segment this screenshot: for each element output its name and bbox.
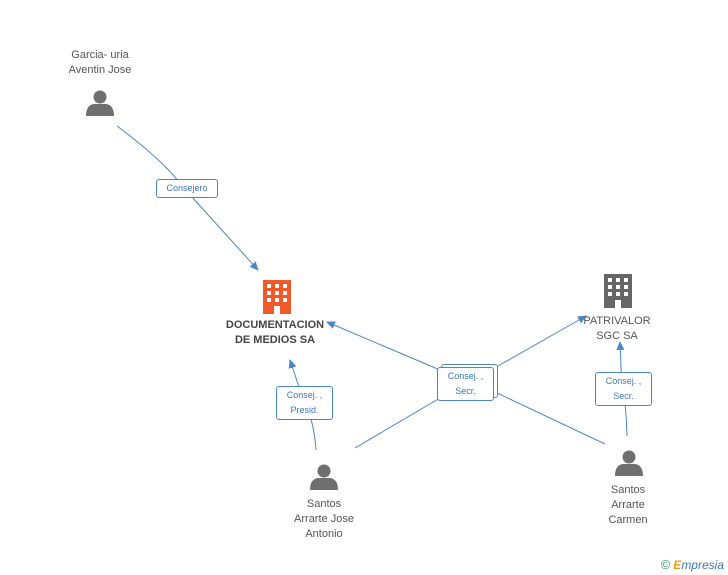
- node-label-line: SGC SA: [596, 330, 638, 342]
- node-label-line: Carmen: [608, 514, 648, 526]
- edge-santos-carmen-hub: [494, 391, 606, 445]
- person-icon-santos-carmen: [615, 450, 643, 476]
- copyright-icon: ©: [660, 557, 671, 572]
- edge-garcia-documentacion: [116, 125, 259, 271]
- edge-label-consejero[interactable]: Consejero: [156, 179, 218, 198]
- edge-label-line: Consejero: [166, 183, 208, 193]
- footer-brand: ©Empresia: [661, 557, 724, 572]
- edge-label-line: Presid.: [290, 405, 319, 415]
- edge-label-secr-right[interactable]: Consej. , Secr.: [595, 372, 652, 406]
- building-icon-patrivalor: [604, 274, 632, 308]
- edge-hub-patrivalor: [497, 315, 587, 367]
- edge-hub-documentacion: [326, 321, 441, 371]
- node-label-garcia: Garcia- uria Aventin Jose: [48, 48, 152, 78]
- node-label-line: Antonio: [305, 528, 343, 540]
- node-label-santos-carmen[interactable]: Santos Arrarte Carmen: [587, 483, 669, 528]
- edge-santos-jose-hub: [354, 397, 441, 449]
- edge-label-secr-center[interactable]: Consej. , Secr.: [437, 367, 494, 401]
- node-label-line: DOCUMENTACION: [225, 319, 325, 331]
- node-label-line: DE MEDIOS SA: [234, 334, 316, 346]
- node-label-line: Arrarte Jose: [294, 513, 354, 525]
- node-label-line: Aventin Jose: [68, 64, 132, 76]
- building-icon-documentacion: [263, 280, 291, 314]
- edge-label-line: Consej. ,: [605, 376, 642, 386]
- node-label-line: Arrarte: [611, 499, 645, 511]
- brand-name: mpresia: [681, 558, 724, 572]
- edge-label-presid[interactable]: Consej. , Presid.: [276, 386, 333, 420]
- node-label-patrivalor[interactable]: PATRIVALOR SGC SA: [572, 314, 662, 344]
- person-icon-santos-jose: [310, 464, 338, 490]
- edge-label-line: Secr.: [613, 391, 634, 401]
- edge-label-line: Consej. ,: [286, 390, 323, 400]
- edge-label-line: Consej. ,: [447, 371, 484, 381]
- node-label-line: Santos: [306, 498, 342, 510]
- node-label-line: Garcia- uria: [71, 49, 129, 61]
- node-label-documentacion[interactable]: DOCUMENTACION DE MEDIOS SA: [214, 318, 336, 348]
- person-icon-garcia: [86, 90, 114, 116]
- brand-initial: E: [673, 558, 682, 572]
- edge-label-line: Secr.: [455, 386, 476, 396]
- node-label-line: PATRIVALOR: [583, 315, 651, 327]
- node-label-santos-jose[interactable]: Santos Arrarte Jose Antonio: [272, 497, 376, 542]
- node-label-line: Santos: [610, 484, 646, 496]
